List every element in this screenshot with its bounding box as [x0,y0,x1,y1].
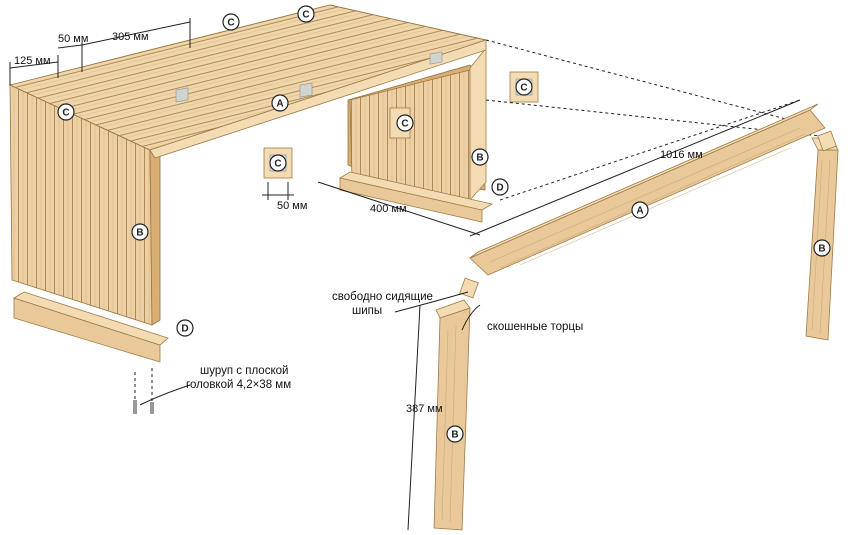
svg-text:C: C [274,159,281,170]
spacer-block [299,82,313,98]
screw-icon [150,402,154,414]
label-loose-tenons-2: шипы [352,305,382,317]
inner-leg-edge [469,46,487,202]
svg-text:C: C [62,108,69,119]
marker-b: B [446,425,464,443]
svg-text:B: B [136,228,143,239]
loose-tenon [459,277,479,299]
marker-c: C [515,78,533,96]
spacer-block [429,51,443,65]
dimension-1016: 1016 мм [660,149,703,161]
marker-b: B [471,148,489,166]
dimension-50-top: 50 мм [58,33,88,45]
part-markers: C C C A C C C B D B D A B B [57,5,831,443]
marker-c: C [297,5,315,23]
svg-text:B: B [476,153,483,164]
left-leg-edge [149,139,161,326]
marker-a: A [271,94,289,112]
svg-text:D: D [181,324,188,335]
svg-text:D: D [496,183,503,194]
dimension-lines [9,18,821,531]
exploded-top-a [469,103,826,276]
marker-a: A [631,201,649,219]
marker-c: C [269,154,287,172]
svg-text:A: A [636,206,643,217]
foot-rail-left-top [13,291,169,346]
screw-icon [133,400,137,414]
svg-text:C: C [302,10,309,21]
marker-c: C [396,114,414,132]
spacer-block [175,87,189,103]
exploded-leg-b-right [805,137,839,341]
marker-d: D [491,178,509,196]
marker-c: C [222,13,240,31]
marker-b: B [813,239,831,257]
dimension-125: 125 мм [14,55,51,67]
svg-text:A: A [276,99,283,110]
marker-d: D [176,319,194,337]
dimension-305: 305 мм [112,31,149,43]
exploded-leg-b-front [433,299,471,531]
callout-labels: свободно сидящие шипы скошенные торцы шу… [186,291,583,391]
svg-text:C: C [520,83,527,94]
loose-tenon [817,130,837,152]
svg-text:C: C [227,18,234,29]
assembled-bench [8,4,494,414]
marker-c: C [57,103,75,121]
label-loose-tenons: свободно сидящие [332,291,433,303]
label-screw: шуруп с плоской [200,365,288,377]
foot-rail-right-top [338,171,494,211]
marker-b: B [131,223,149,241]
dimension-387: 387 мм [406,403,443,415]
label-beveled-ends: скошенные торцы [487,321,583,333]
label-screw-2: головкой 4,2×38 мм [186,379,291,391]
svg-text:B: B [818,244,825,255]
bench-top-front-edge [149,39,487,159]
svg-text:B: B [451,430,458,441]
dimension-400: 400 мм [370,203,407,215]
dimension-labels: 125 мм 50 мм 305 мм 50 мм 400 мм 1016 мм… [14,31,703,415]
leader-lines [139,291,481,406]
svg-text:C: C [401,119,408,130]
dimension-50-block: 50 мм [277,200,307,212]
